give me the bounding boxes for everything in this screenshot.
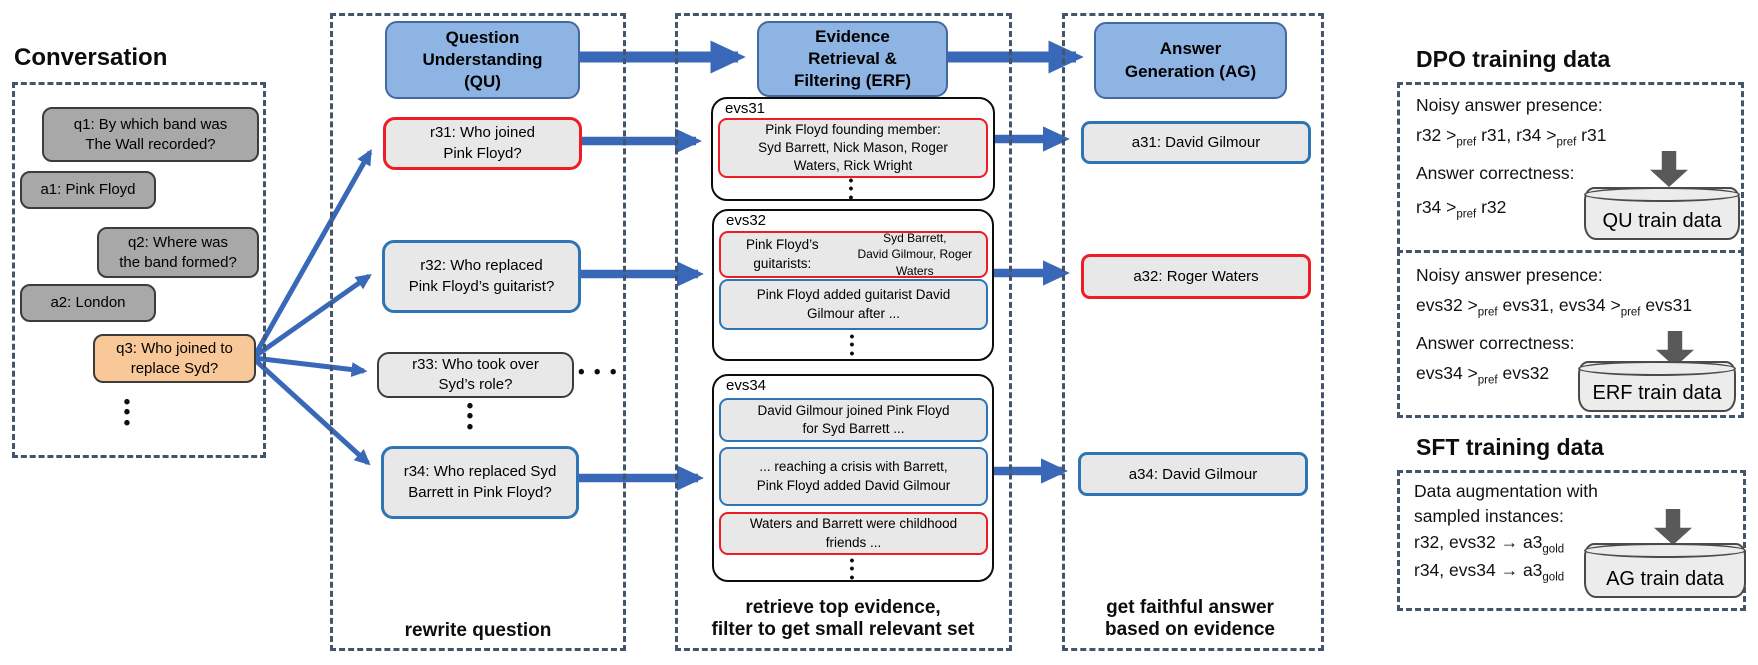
message-q2: q2: Where was the band formed? <box>97 227 259 278</box>
ag-panel <box>1062 13 1324 651</box>
dpo-erf-line-4: evs34 >pref evs32 <box>1416 363 1550 387</box>
dpo-qu-line-2: r32 >pref r31, r34 >pref r31 <box>1416 125 1607 149</box>
dpo-qu-line-4: r34 >pref r32 <box>1416 197 1507 221</box>
answer-a31: a31: David Gilmour <box>1081 121 1311 164</box>
vertical-ellipsis-icon: • • • <box>848 172 854 205</box>
dpo-qu-box: Noisy answer presence: r32 >pref r31, r3… <box>1397 82 1744 253</box>
sft-line-1: Data augmentation with <box>1414 481 1598 501</box>
answer-a34: a34: David Gilmour <box>1078 452 1308 496</box>
vertical-ellipsis-icon: • • • <box>466 396 474 438</box>
evidence-set-evs32: evs32 Pink Floyd’s guitarists: Syd Barre… <box>712 209 994 361</box>
evs32-label: evs32 <box>726 212 767 229</box>
ag-header: Answer Generation (AG) <box>1094 22 1287 99</box>
vertical-ellipsis-icon: • • • <box>849 328 855 361</box>
message-q3-current: q3: Who joined to replace Syd? <box>93 334 256 383</box>
dpo-erf-box: Noisy answer presence: evs32 >pref evs31… <box>1397 250 1744 418</box>
qu-caption: rewrite question <box>404 620 552 641</box>
horizontal-ellipsis-icon: • • • <box>578 362 619 383</box>
erf-header: Evidence Retrieval & Filtering (ERF) <box>757 21 948 97</box>
evs34-label: evs34 <box>726 377 767 394</box>
evidence-set-evs31: evs31 Pink Floyd founding member: Syd Ba… <box>711 97 995 205</box>
dpo-erf-line-2: evs32 >pref evs31, evs34 >pref evs31 <box>1416 295 1693 319</box>
erf-caption: retrieve top evidence, filter to get sma… <box>711 597 975 641</box>
dpo-title: DPO training data <box>1416 46 1611 72</box>
evs31-label: evs31 <box>725 100 766 117</box>
evs34-evidence-2: ... reaching a crisis with Barrett, Pink… <box>719 447 988 506</box>
evs31-evidence-1: Pink Floyd founding member: Syd Barrett,… <box>718 118 988 178</box>
dpo-qu-line-3: Answer correctness: <box>1416 163 1575 183</box>
erf-panel <box>675 13 1012 651</box>
message-a1: a1: Pink Floyd <box>20 171 156 209</box>
sft-line-3: r32, evs32 → a3gold <box>1414 532 1565 556</box>
rewrite-r31: r31: Who joined Pink Floyd? <box>383 117 582 170</box>
down-arrow-icon <box>1650 151 1688 187</box>
erf-train-data-db: ERF train data <box>1578 361 1736 412</box>
conversation-panel <box>12 82 266 458</box>
down-arrow-icon <box>1654 509 1692 545</box>
conversation-title: Conversation <box>14 44 168 71</box>
sft-line-4: r34, evs34 → a3gold <box>1414 560 1565 584</box>
evs32-evidence-2: Pink Floyd added guitarist David Gilmour… <box>719 279 988 330</box>
ag-train-data-db: AG train data <box>1584 543 1746 598</box>
ag-caption: get faithful answer based on evidence <box>1104 597 1275 641</box>
qu-header: Question Understanding (QU) <box>385 21 580 99</box>
evs34-evidence-1: David Gilmour joined Pink Floyd for Syd … <box>719 398 988 442</box>
dpo-erf-line-1: Noisy answer presence: <box>1416 265 1603 285</box>
evidence-set-evs34: evs34 David Gilmour joined Pink Floyd fo… <box>712 374 994 585</box>
sft-box: Data augmentation with sampled instances… <box>1397 470 1746 611</box>
dpo-erf-line-3: Answer correctness: <box>1416 333 1575 353</box>
answer-a32: a32: Roger Waters <box>1081 254 1311 299</box>
rewrite-r32: r32: Who replaced Pink Floyd’s guitarist… <box>382 240 581 313</box>
evs32-evidence-1: Pink Floyd’s guitarists: Syd Barrett, Da… <box>719 231 988 278</box>
dpo-qu-line-1: Noisy answer presence: <box>1416 95 1603 115</box>
sft-title: SFT training data <box>1416 434 1604 460</box>
rewrite-r34: r34: Who replaced Syd Barrett in Pink Fl… <box>381 446 579 519</box>
qu-train-data-db: QU train data <box>1584 187 1740 240</box>
sft-line-2: sampled instances: <box>1414 506 1564 526</box>
message-q1: q1: By which band was The Wall recorded? <box>42 107 259 162</box>
qu-panel <box>330 13 626 651</box>
evs34-evidence-3: Waters and Barrett were childhood friend… <box>719 512 988 555</box>
message-a2: a2: London <box>20 284 156 322</box>
vertical-ellipsis-icon: • • • <box>849 552 855 585</box>
rewrite-r33: r33: Who took over Syd’s role? <box>377 352 574 398</box>
vertical-ellipsis-icon: • • • <box>123 392 131 434</box>
